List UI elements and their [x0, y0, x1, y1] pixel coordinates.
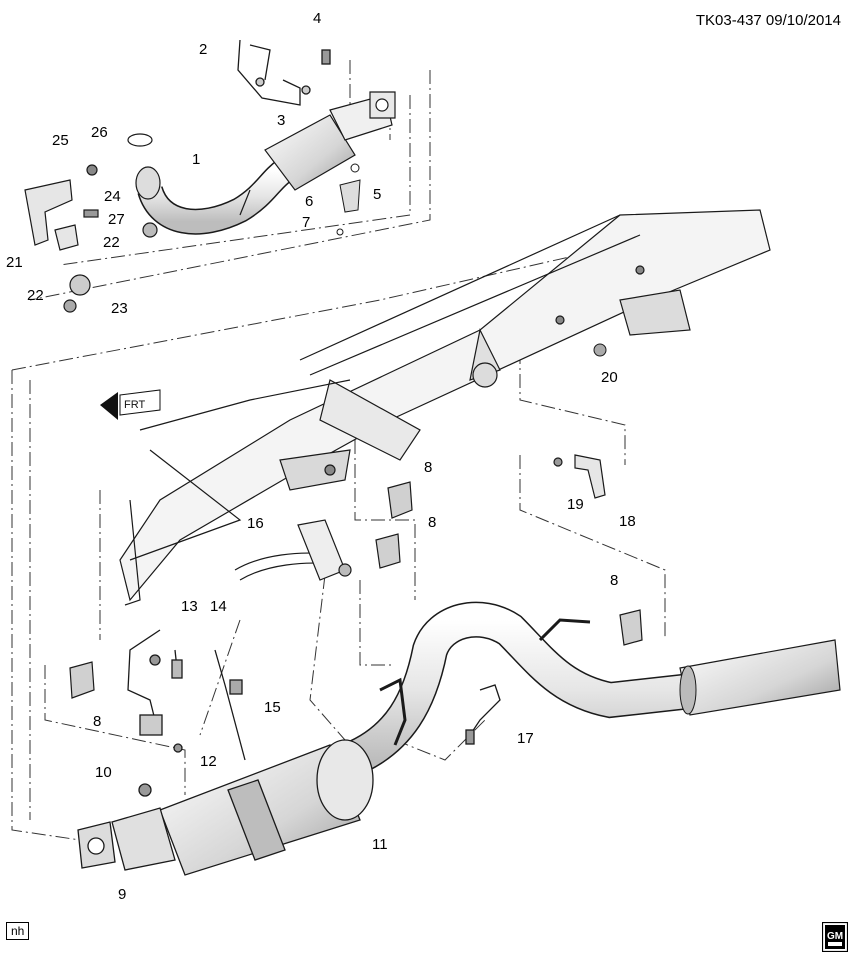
callout-22-b[interactable]: 22 — [27, 287, 44, 304]
hanger-bracket-assembly — [24, 133, 158, 313]
callout-8-d[interactable]: 8 — [93, 713, 102, 730]
callout-4[interactable]: 4 — [313, 10, 322, 27]
front-indicator: FRT — [100, 389, 161, 420]
callout-2[interactable]: 2 — [199, 41, 208, 58]
callout-22-a[interactable]: 22 — [103, 234, 120, 251]
callout-19[interactable]: 19 — [567, 496, 584, 513]
callout-12[interactable]: 12 — [200, 753, 217, 770]
callout-17[interactable]: 17 — [517, 730, 534, 747]
group-outlines — [11, 60, 666, 841]
callout-11[interactable]: 11 — [372, 836, 388, 853]
callout-9[interactable]: 9 — [118, 886, 127, 903]
svg-text:FRT: FRT — [124, 399, 145, 411]
callout-18[interactable]: 18 — [619, 513, 636, 530]
callout-24[interactable]: 24 — [104, 188, 121, 205]
callout-8-a[interactable]: 8 — [424, 459, 433, 476]
nh-badge: nh — [6, 922, 30, 940]
callout-8-b[interactable]: 8 — [428, 514, 437, 531]
front-pipe-assembly — [135, 91, 396, 235]
callout-5[interactable]: 5 — [373, 186, 382, 203]
gm-logo: GM — [822, 922, 848, 952]
callout-1[interactable]: 1 — [192, 151, 201, 168]
exhaust-insulators — [69, 481, 643, 699]
callout-27[interactable]: 27 — [108, 211, 125, 228]
callout-16[interactable]: 16 — [247, 515, 264, 532]
particulate-filter — [77, 739, 374, 876]
flange-fasteners — [336, 163, 607, 357]
svg-text:GM: GM — [827, 931, 843, 942]
callout-15[interactable]: 15 — [264, 699, 281, 716]
exhaust-sensors — [127, 629, 501, 761]
document-id: TK03-437 09/10/2014 — [695, 12, 841, 29]
pipe-bracket — [553, 454, 606, 499]
callout-3[interactable]: 3 — [277, 112, 286, 129]
callout-13[interactable]: 13 — [181, 598, 198, 615]
callout-21[interactable]: 21 — [6, 254, 23, 271]
callout-25[interactable]: 25 — [52, 132, 69, 149]
callout-10[interactable]: 10 — [95, 764, 112, 781]
rear-exhaust-pipe — [342, 601, 841, 777]
sensor-harnesses — [237, 39, 331, 106]
callout-8-c[interactable]: 8 — [610, 572, 619, 589]
callout-14[interactable]: 14 — [210, 598, 227, 615]
heat-shield — [234, 519, 352, 581]
callout-23[interactable]: 23 — [111, 300, 128, 317]
vehicle-frame — [119, 209, 771, 606]
callout-26[interactable]: 26 — [91, 124, 108, 141]
callout-20[interactable]: 20 — [601, 369, 618, 386]
callout-7[interactable]: 7 — [302, 214, 311, 231]
callout-6[interactable]: 6 — [305, 193, 314, 210]
